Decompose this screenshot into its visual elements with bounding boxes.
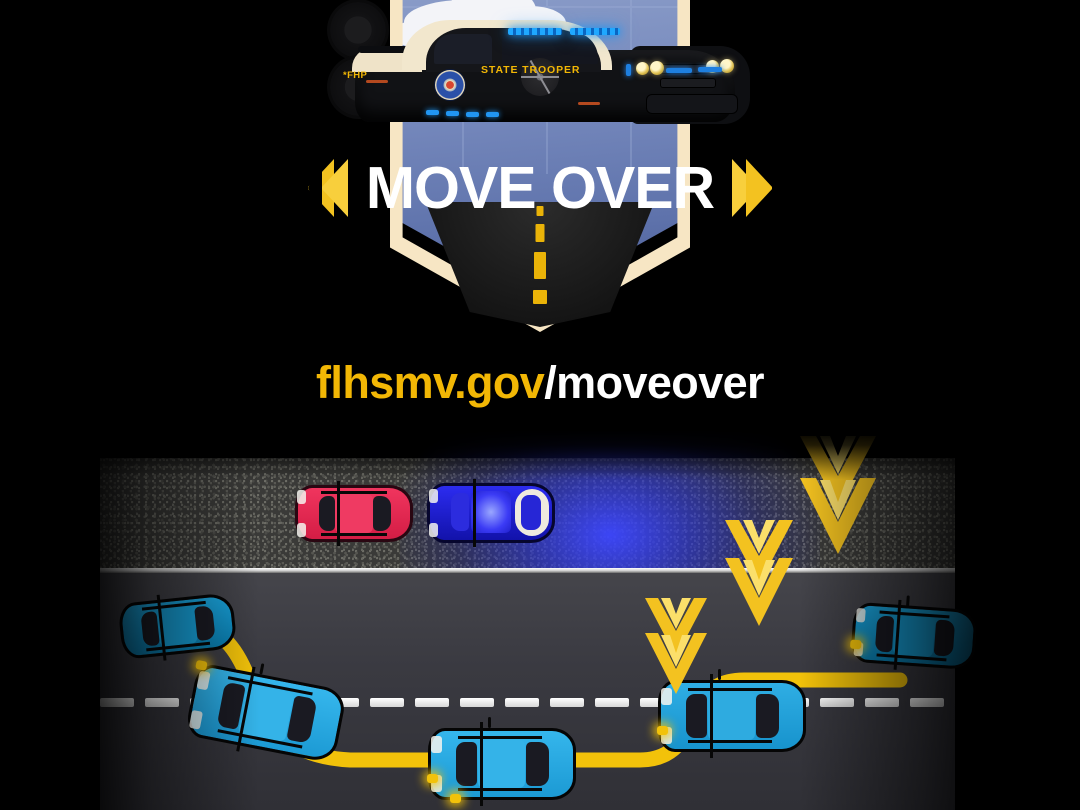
front-blue-light-right [698,67,722,72]
page-title: MOVE OVER [365,154,715,221]
state-trooper-door-text: STATE TROOPER [481,64,581,76]
rear-side-marker [366,80,388,83]
car-roof-panel [471,491,511,533]
car-rear-window [319,496,335,531]
car-roof-panel [478,740,525,788]
chevron-arrow-1 [800,436,876,554]
car-roof-panel [708,692,755,740]
car-rear-window [140,611,160,647]
road-center-dash [534,252,546,279]
car-seam [321,533,387,536]
alloy-wheel-rim [521,58,559,96]
road-center-dash [535,224,545,242]
car-seam [458,788,542,791]
move-over-traffic-diagram [0,430,1080,810]
rocker-led [466,112,479,117]
url-path-text: /moveover [544,357,764,408]
car-seam [473,479,476,547]
state-trooper-car-illustration: STATE TROOPER *FHP [330,2,750,152]
car-rear-window [451,493,469,531]
car-seam [337,481,340,546]
headlamp-outer-right [720,59,734,73]
car-antenna [718,669,721,680]
headlight [297,523,306,537]
headlight [429,523,438,537]
car-seam [480,722,483,806]
headlight [429,489,438,503]
car-front-window [373,496,391,531]
car-seam [321,491,387,494]
car-windshield [502,32,598,64]
chevron-arrow-2 [725,520,793,626]
front-bumper [646,94,738,114]
car-rear-window [874,615,895,653]
headlight [431,736,442,753]
traffic-car-far-right [849,595,978,671]
car-front-window [756,694,779,738]
stopped-car [295,481,413,546]
headlight [855,607,866,623]
rocker-led [446,111,459,116]
chevron-arrow-3 [645,598,707,694]
car-seam [458,736,542,739]
car-front-window [521,495,541,530]
headlight [297,490,306,504]
traffic-car-center [427,717,576,806]
rocker-led [486,112,499,117]
headlamp-outer-left [650,61,664,75]
car-side-window [434,34,492,64]
road-scene [100,430,978,810]
turn-signal-indicator [657,726,668,735]
badge-block: STATE TROOPER *FHP [0,0,1080,350]
front-side-marker [578,102,600,105]
fhp-marking-text: *FHP [343,70,368,81]
florida-state-seal [435,70,465,100]
road-center-dash [536,206,544,216]
rocker-led [426,110,439,115]
campaign-url[interactable]: flhsmv.gov/moveover [0,360,1080,405]
turn-signal-indicator [450,794,461,803]
front-grille-lower [660,78,716,88]
lightbar-right [570,28,620,35]
car-front-window [526,742,549,786]
url-domain-text: flhsmv.gov [316,357,545,408]
turn-signal-indicator [849,639,862,650]
headline-row: MOVE OVER [0,153,1080,223]
car-roof-panel [335,494,373,533]
car-seam [710,674,713,758]
car-rear-window [686,694,707,738]
road-center-dash [533,290,547,304]
turn-signal-indicator [195,659,208,671]
double-chevron-right-icon [732,159,787,217]
car-rear-window [456,742,477,786]
lightbar-left [508,28,562,35]
car-spoiler [358,46,416,53]
car-seam [688,740,772,743]
police-cruiser [427,479,555,547]
front-blue-light-left [666,68,692,73]
turn-signal-indicator [427,774,438,783]
headlamp-inner-left [636,62,649,75]
fender-blue-light [626,64,631,76]
car-antenna [488,717,491,728]
car-front-window [933,619,956,657]
double-chevron-left-icon [293,159,348,217]
traffic-car-far-left [117,592,238,661]
